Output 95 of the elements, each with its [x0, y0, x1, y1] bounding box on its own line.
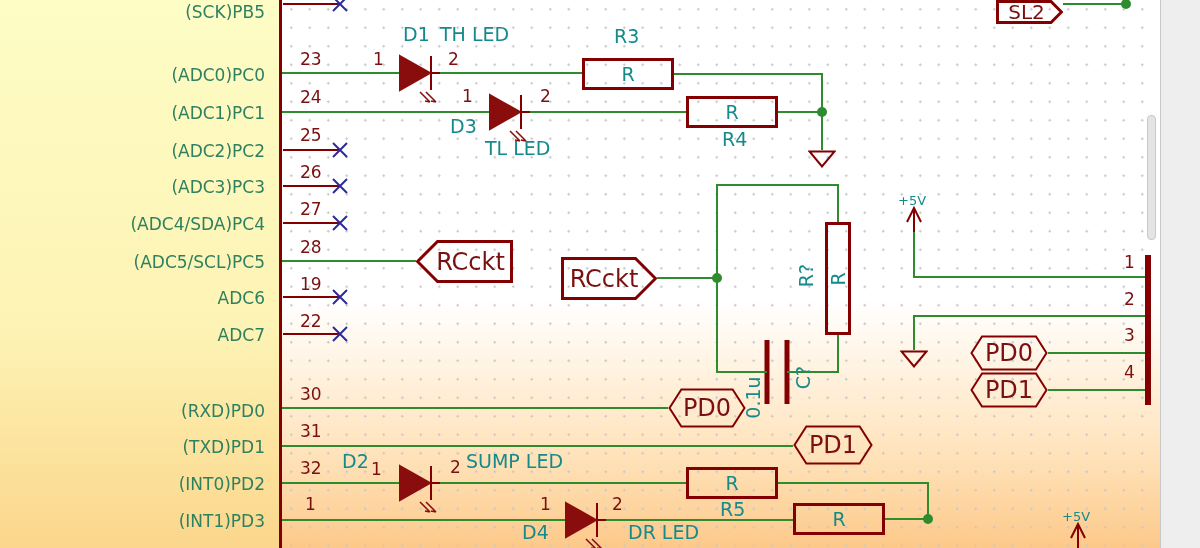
power-label: +5V	[1062, 510, 1091, 523]
wire	[529, 111, 687, 113]
pin-number: 26	[300, 164, 322, 181]
component-label: R?	[797, 263, 817, 288]
pin-name: (ADC0)PC0	[171, 64, 265, 87]
pin-name: ADC6	[217, 287, 265, 310]
wire	[439, 482, 687, 484]
global-label	[793, 425, 873, 465]
pin-number: 32	[300, 460, 322, 477]
pin-name: (ADC1)PC1	[171, 102, 265, 125]
pin-number: 1	[371, 461, 382, 478]
component-label: TH LED	[440, 25, 510, 44]
component-label: R3	[614, 27, 640, 46]
pin-number: 2	[450, 459, 461, 476]
pin-number: 2	[1124, 291, 1135, 308]
wire	[281, 260, 417, 262]
component-label: TL LED	[485, 139, 551, 158]
pin-number: 28	[300, 239, 322, 256]
wire	[913, 231, 1146, 278]
pin-name: (INT1)PD3	[178, 510, 265, 533]
component-label: D1	[403, 25, 430, 44]
pin-number: 31	[300, 423, 322, 440]
pin-number: 30	[300, 386, 322, 403]
wire	[1047, 352, 1146, 354]
wire	[281, 519, 567, 521]
pin-name: (TXD)PD1	[182, 436, 265, 459]
component-label: R	[725, 473, 739, 493]
ground-symbol	[900, 350, 928, 368]
component-label: R5	[720, 500, 746, 519]
label-text: PD1	[808, 433, 858, 457]
component-label: R	[621, 64, 635, 84]
pin-number: 2	[612, 496, 623, 513]
component-label: R	[828, 271, 848, 286]
component-label: SUMP LED	[466, 452, 564, 471]
component-label: R	[725, 102, 739, 122]
pin-number: 24	[300, 89, 322, 106]
component-label: D2	[342, 452, 369, 471]
wire	[1062, 0, 1131, 9]
pin-number: 19	[300, 276, 322, 293]
microcontroller-symbol	[0, 0, 282, 548]
pin-number: 1	[305, 496, 316, 513]
pin-number: 2	[540, 88, 551, 105]
pin-number: 1	[1124, 254, 1135, 271]
wire	[281, 72, 401, 74]
pin-number: 23	[300, 51, 322, 68]
power-label: +5V	[898, 194, 927, 207]
wire	[281, 482, 401, 484]
label-text: RCckt	[569, 266, 639, 291]
pin-number: 22	[300, 313, 322, 330]
component-label: R4	[722, 130, 748, 149]
component-label: 0.1u	[743, 376, 763, 419]
global-label	[970, 335, 1048, 371]
ground-symbol	[808, 150, 836, 168]
resistor-symbol	[793, 503, 885, 535]
pin-number: 25	[300, 127, 322, 144]
label-text: PD0	[984, 341, 1034, 365]
component-label: R	[832, 509, 846, 529]
global-label	[668, 388, 746, 428]
label-text: PD0	[682, 396, 732, 420]
pin-name: (INT0)PD2	[178, 473, 265, 496]
pin-name: (SCK)PB5	[185, 1, 265, 24]
wire	[281, 111, 491, 113]
component-label: D3	[450, 117, 477, 136]
pin-number: 1	[462, 88, 473, 105]
global-label	[416, 240, 513, 283]
pin-name: (ADC2)PC2	[171, 140, 265, 163]
wire	[791, 334, 839, 373]
pin-number: 27	[300, 201, 322, 218]
pin-name: ADC7	[217, 324, 265, 347]
wire	[281, 407, 669, 409]
global-label	[561, 257, 657, 300]
label-text: SL2	[1008, 2, 1045, 22]
connector-body	[1145, 255, 1151, 405]
component-label: D4	[522, 523, 549, 542]
wire	[281, 445, 794, 447]
component-label: DR LED	[628, 523, 700, 542]
component-label: C?	[794, 365, 814, 390]
wire	[439, 72, 583, 74]
pin-number: 3	[1124, 327, 1135, 344]
wire	[1047, 389, 1146, 391]
pin-number: 2	[448, 51, 459, 68]
pin-name: (ADC5/SCL)PC5	[133, 251, 265, 274]
pin-number: 1	[540, 496, 551, 513]
pin-name: (ADC4/SDA)PC4	[130, 213, 265, 236]
label-text: PD1	[984, 378, 1034, 402]
wire	[913, 315, 1146, 351]
pin-name: (ADC3)PC3	[171, 176, 265, 199]
pin-name: (RXD)PD0	[181, 400, 265, 423]
pin-number: 1	[373, 51, 384, 68]
wire	[777, 482, 929, 520]
wire	[605, 519, 794, 521]
label-text: RCckt	[436, 249, 505, 274]
global-label	[970, 372, 1048, 408]
global-label	[996, 0, 1063, 24]
pin-number: 4	[1124, 364, 1135, 381]
